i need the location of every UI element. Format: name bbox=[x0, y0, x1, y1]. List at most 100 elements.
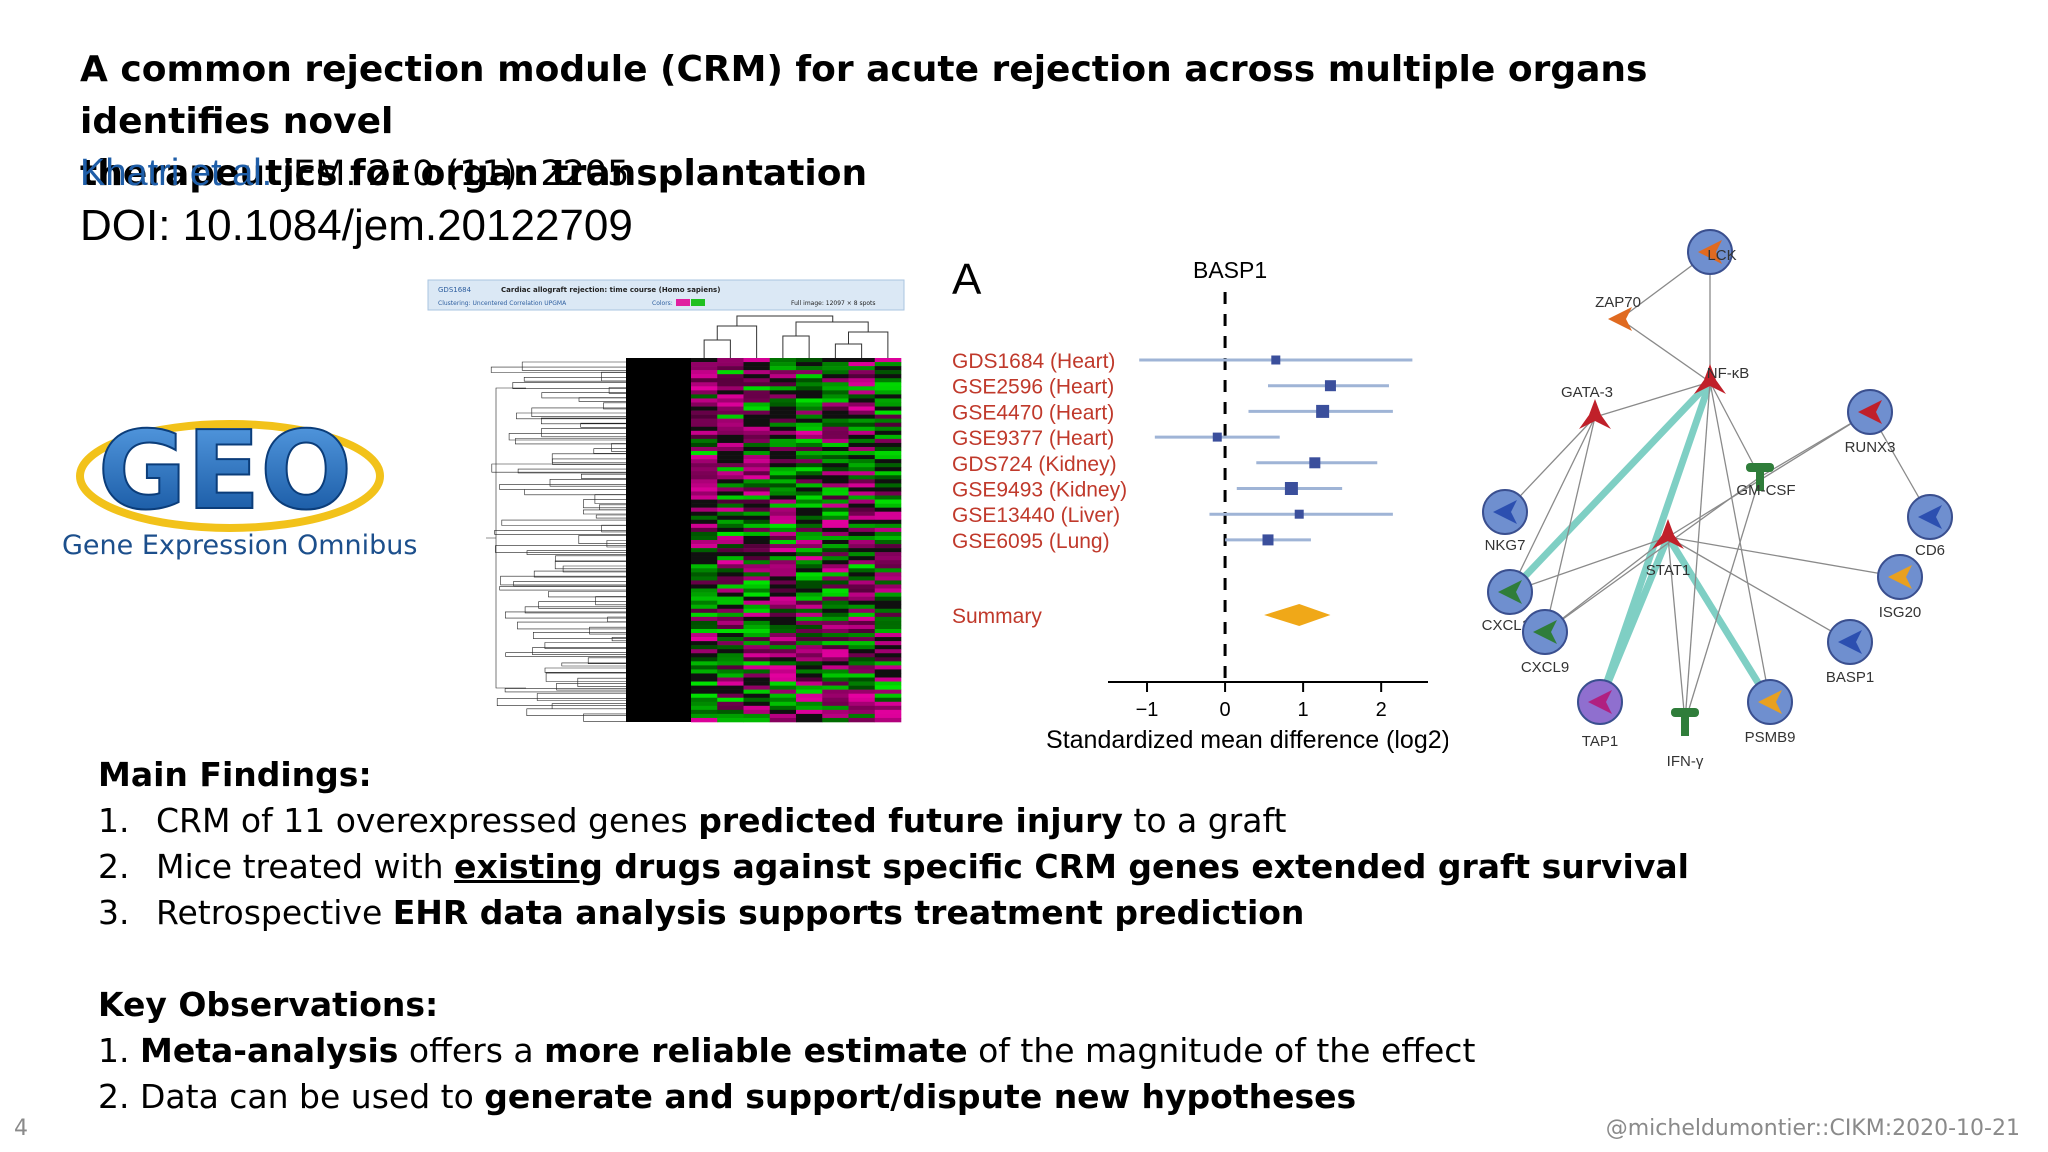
heatmap-cell bbox=[874, 503, 902, 508]
heatmap-cell bbox=[691, 608, 718, 614]
heatmap-cell bbox=[691, 422, 718, 428]
heatmap-cell bbox=[874, 531, 902, 537]
observation-2-bold: generate and support/dispute new hypothe… bbox=[484, 1077, 1357, 1116]
heatmap-cell bbox=[822, 681, 849, 686]
heatmap-cell bbox=[769, 398, 797, 403]
heatmap-cell bbox=[691, 459, 718, 464]
heatmap-cell bbox=[691, 556, 718, 561]
heatmap-cell bbox=[822, 398, 849, 403]
heatmap-cell bbox=[743, 418, 771, 424]
heatmap-cell bbox=[743, 709, 771, 715]
heatmap-cell bbox=[848, 548, 876, 553]
heatmap-cell bbox=[822, 495, 849, 500]
heatmap-cell bbox=[743, 374, 771, 379]
heatmap-cell bbox=[769, 426, 797, 432]
heatmap-cell bbox=[848, 362, 876, 367]
heatmap-cell bbox=[874, 705, 902, 711]
heatmap-cell bbox=[743, 556, 771, 561]
heatmap-cell bbox=[874, 459, 902, 464]
heatmap-cell bbox=[796, 398, 823, 403]
heatmap-cell bbox=[743, 600, 771, 606]
forest-rows: GDS1684 (Heart)GSE2596 (Heart)GSE4470 (H… bbox=[952, 350, 1413, 628]
heatmap-cell bbox=[717, 564, 744, 569]
network-node-label: GM-CSF bbox=[1736, 482, 1795, 499]
heatmap-cell bbox=[769, 459, 797, 464]
heatmap-cell bbox=[769, 600, 797, 606]
heatmap-cell bbox=[743, 491, 771, 496]
study-estimate bbox=[1294, 509, 1304, 519]
heatmap-cell bbox=[691, 637, 718, 642]
study-label: GSE9377 (Heart) bbox=[952, 427, 1114, 450]
heatmap-cell bbox=[874, 362, 902, 367]
black-band bbox=[626, 358, 692, 722]
study-label: GDS1684 (Heart) bbox=[952, 350, 1115, 373]
heatmap-cell bbox=[848, 693, 876, 699]
heatmap-cell bbox=[691, 717, 718, 723]
heatmap-cell bbox=[691, 580, 718, 585]
heatmap-cell bbox=[848, 628, 876, 634]
heatmap-cell bbox=[822, 576, 849, 581]
heatmap-cell bbox=[848, 705, 876, 711]
heatmap-cell bbox=[822, 442, 849, 448]
heatmap-cell bbox=[691, 697, 718, 703]
title-line-1: A common rejection module (CRM) for acut… bbox=[80, 49, 1648, 142]
heatmap-cell bbox=[769, 548, 797, 553]
heatmap-cell bbox=[769, 382, 797, 387]
heatmap-cell bbox=[743, 645, 771, 650]
heatmap-cell bbox=[848, 689, 876, 694]
finding-2: 2.Mice treated with existing drugs again… bbox=[98, 844, 1689, 890]
heatmap-cell bbox=[796, 637, 823, 642]
heatmap-cell bbox=[874, 596, 902, 601]
heatmap-cell bbox=[717, 552, 744, 557]
heatmap-cell bbox=[717, 515, 744, 521]
heatmap-cell bbox=[743, 572, 771, 577]
heatmap-cell bbox=[848, 649, 876, 654]
heatmap-cell bbox=[796, 475, 823, 480]
heatmap-cell bbox=[717, 451, 744, 456]
heatmap-cell bbox=[796, 560, 823, 565]
heatmap-clustering: Clustering: Uncentered Correlation UPGMA bbox=[438, 300, 567, 307]
heatmap-cell bbox=[822, 523, 849, 529]
heatmap-cell bbox=[743, 467, 771, 472]
heatmap-cell bbox=[874, 701, 902, 707]
heatmap-cell bbox=[848, 370, 876, 375]
heatmap-cell bbox=[848, 560, 876, 565]
heatmap-cell bbox=[769, 442, 797, 448]
heatmap-cell bbox=[769, 406, 797, 411]
network-node-label: IFN-γ bbox=[1667, 753, 1704, 770]
heatmap-cell bbox=[848, 540, 876, 545]
heatmap-cell bbox=[796, 463, 823, 468]
heatmap-cell bbox=[717, 370, 744, 375]
heatmap-cell bbox=[743, 455, 771, 460]
heatmap-cell bbox=[848, 665, 876, 670]
heatmap-cell bbox=[796, 394, 823, 399]
heatmap-cell bbox=[691, 685, 718, 690]
heatmap-cell bbox=[743, 673, 771, 678]
study-estimate bbox=[1284, 482, 1298, 495]
heatmap-cell bbox=[796, 378, 823, 383]
main-findings: Main Findings: 1.CRM of 11 overexpressed… bbox=[98, 752, 1689, 936]
heatmap-cell bbox=[717, 463, 744, 468]
finding-1: 1.CRM of 11 overexpressed genes predicte… bbox=[98, 798, 1689, 844]
heatmap-cell bbox=[848, 620, 876, 626]
heatmap-cell bbox=[848, 426, 876, 432]
heatmap-cell bbox=[822, 402, 849, 407]
heatmap-cell bbox=[796, 633, 823, 638]
heatmap-cell bbox=[796, 624, 823, 630]
heatmap-cell bbox=[874, 515, 902, 521]
heatmap-cell bbox=[822, 434, 849, 440]
heatmap-cell bbox=[769, 709, 797, 715]
network-edge bbox=[1709, 381, 1761, 478]
heatmap-cell bbox=[848, 410, 876, 415]
heatmap-cell bbox=[769, 637, 797, 642]
column-dendrogram bbox=[703, 315, 889, 358]
heatmap-cell bbox=[769, 487, 797, 492]
heatmap-cell bbox=[691, 495, 718, 500]
heatmap-cell bbox=[796, 382, 823, 387]
heatmap-cell bbox=[717, 568, 744, 573]
network-node-label: LCK bbox=[1707, 247, 1736, 264]
heatmap-cell bbox=[691, 693, 718, 699]
heatmap-cell bbox=[717, 649, 744, 654]
heatmap-cell bbox=[743, 701, 771, 707]
heatmap-cell bbox=[848, 451, 876, 456]
